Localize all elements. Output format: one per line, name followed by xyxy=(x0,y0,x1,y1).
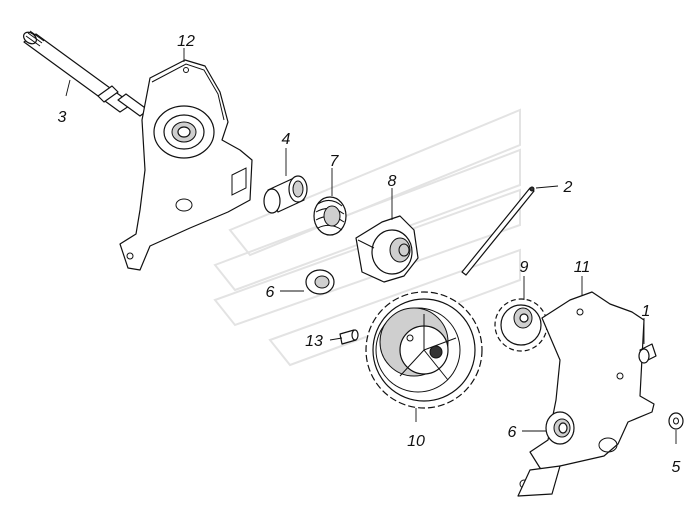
part-8-cam xyxy=(355,215,419,283)
callout-4: 4 xyxy=(282,131,291,148)
callout-1: 1 xyxy=(642,303,651,320)
part-9-small-gear xyxy=(494,298,548,352)
callout-13: 13 xyxy=(305,333,323,350)
part-3-shaft xyxy=(23,30,149,117)
part-2-pin xyxy=(461,186,535,276)
callout-9: 9 xyxy=(520,259,529,276)
callout-12: 12 xyxy=(177,33,195,50)
callout-7: 7 xyxy=(330,153,340,170)
part-13-small-pin xyxy=(339,329,359,345)
part-10-gear xyxy=(365,291,483,409)
part-5-washer xyxy=(668,412,684,430)
callout-10: 10 xyxy=(407,433,425,450)
callout-labels: 12 3 4 7 8 2 9 11 6 1 13 10 6 5 xyxy=(58,33,681,476)
callout-8: 8 xyxy=(388,173,397,190)
part-4-bushing xyxy=(263,175,308,214)
leader-lines xyxy=(65,48,677,444)
callout-3: 3 xyxy=(58,109,67,126)
part-6-washer-lower xyxy=(545,411,575,445)
callout-2: 2 xyxy=(563,179,573,196)
part-6-washer-upper xyxy=(305,269,335,295)
part-12-bracket xyxy=(119,59,253,271)
part-1-screw xyxy=(638,343,657,364)
callout-5: 5 xyxy=(672,459,681,476)
callout-11: 11 xyxy=(574,259,591,276)
part-7-spring xyxy=(313,196,347,236)
callout-6-lower: 6 xyxy=(508,424,517,441)
watermark xyxy=(213,108,521,367)
callout-6-upper: 6 xyxy=(266,284,275,301)
